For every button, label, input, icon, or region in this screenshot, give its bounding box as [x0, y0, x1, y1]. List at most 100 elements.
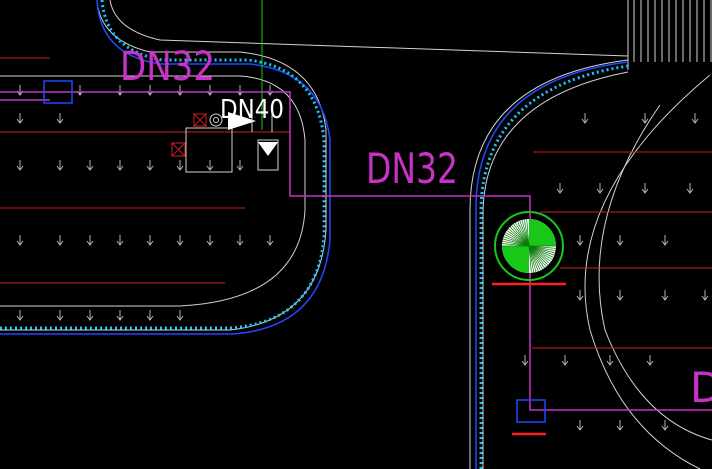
- spray-line: [528, 245, 543, 270]
- valve-body-icon: [257, 139, 279, 171]
- down-arrow-icon: [176, 235, 184, 246]
- down-arrow-icon: [661, 290, 669, 301]
- gauge-icon-inner: [213, 117, 219, 123]
- down-arrow-icon: [641, 183, 649, 194]
- down-arrow-icon: [576, 420, 584, 431]
- gauge-icon: [209, 113, 223, 127]
- spray-line: [515, 222, 530, 247]
- down-arrow-icon: [56, 235, 64, 246]
- spray-line: [511, 225, 530, 247]
- right-bed-curve: [584, 74, 711, 469]
- down-arrow-icon: [236, 85, 244, 96]
- pipe-upper-run: [0, 91, 712, 411]
- down-arrow-icon: [576, 235, 584, 246]
- down-arrow-icon: [661, 235, 669, 246]
- down-arrow-icon: [691, 113, 699, 124]
- spray-line: [502, 240, 530, 247]
- down-arrow-icon: [596, 183, 604, 194]
- gravel-border: [0, 0, 629, 469]
- junction-box-icon[interactable]: [43, 80, 73, 104]
- spray-line: [506, 230, 530, 247]
- down-arrow-icon: [116, 310, 124, 321]
- spray-line: [528, 245, 550, 264]
- controller-box-icon: [185, 127, 233, 173]
- left-bed-blue-boundary: [0, 0, 331, 335]
- down-arrow-icon: [86, 310, 94, 321]
- down-arrow-icon: [176, 310, 184, 321]
- right-bed-blue-boundary: [475, 61, 629, 469]
- left-bed-outer-outline: [0, 0, 327, 331]
- spray-line: [528, 245, 556, 254]
- pipe-label-top: DN32: [120, 44, 215, 90]
- spray-line: [528, 245, 535, 273]
- spray-line: [526, 219, 530, 247]
- spray-line: [528, 245, 555, 256]
- spray-line: [528, 245, 554, 258]
- down-arrow-icon: [16, 310, 24, 321]
- spray-line: [528, 245, 541, 271]
- cross-box-line-2: [171, 142, 186, 157]
- down-arrow-icon: [116, 160, 124, 171]
- right-bed-curve-2: [598, 104, 712, 441]
- down-arrow-icon: [646, 355, 654, 366]
- pipe-label-right-edge: D: [690, 363, 712, 412]
- down-arrow-icon: [581, 113, 589, 124]
- down-arrow-icon: [701, 290, 709, 301]
- spray-line: [528, 245, 537, 273]
- spray-line: [502, 243, 530, 247]
- spray-line: [502, 238, 530, 247]
- down-arrow-icon: [606, 355, 614, 366]
- valve-assembly[interactable]: [171, 112, 279, 173]
- pipe-network: [0, 91, 712, 411]
- junction-box-icon[interactable]: [516, 399, 546, 423]
- spray-line: [509, 226, 530, 247]
- down-arrow-icon: [616, 235, 624, 246]
- down-arrows: [16, 85, 709, 431]
- down-arrow-icon: [56, 113, 64, 124]
- spray-line: [528, 245, 553, 260]
- left-bed-path-inner: [0, 75, 306, 307]
- down-arrow-icon: [146, 160, 154, 171]
- spray-line: [528, 245, 545, 269]
- spray-line: [517, 221, 530, 247]
- sprinkler-outer-ring: [494, 211, 564, 281]
- pipe-label-middle: DN32: [366, 144, 458, 193]
- down-arrow-icon: [176, 160, 184, 171]
- cross-box-icon: [193, 113, 207, 127]
- down-arrow-icon: [236, 235, 244, 246]
- cross-box-icon: [171, 142, 186, 157]
- valve-icon-lower: [258, 142, 278, 156]
- sprinkler-quadrant-2: [502, 246, 529, 273]
- spray-line: [513, 223, 530, 247]
- down-arrow-icon: [576, 290, 584, 301]
- spray-line: [504, 234, 530, 247]
- spray-line: [508, 228, 530, 247]
- cross-box-line-4: [193, 113, 207, 127]
- down-arrow-icon: [616, 420, 624, 431]
- valve-icon: [228, 112, 256, 130]
- down-arrow-icon: [521, 355, 529, 366]
- down-arrow-icon: [556, 183, 564, 194]
- spray-line: [523, 219, 530, 247]
- spray-line: [528, 245, 532, 273]
- down-arrow-icon: [56, 160, 64, 171]
- right-bed-outer-outline: [469, 59, 629, 469]
- down-arrow-icon: [616, 290, 624, 301]
- spray-line: [528, 245, 556, 252]
- spray-line: [528, 245, 549, 266]
- down-arrow-icon: [266, 85, 274, 96]
- down-arrow-icon: [76, 85, 84, 96]
- pipe-label-valve: DN40: [220, 95, 284, 125]
- right-bed-inner-outline: [482, 71, 629, 469]
- down-arrow-icon: [661, 420, 669, 431]
- sprinkler-head-icon[interactable]: [492, 211, 566, 286]
- spray-line: [521, 219, 530, 247]
- spray-line: [505, 232, 530, 247]
- down-arrow-icon: [146, 310, 154, 321]
- spray-line: [528, 245, 552, 262]
- down-arrow-icon: [16, 113, 24, 124]
- down-arrow-icon: [16, 85, 24, 96]
